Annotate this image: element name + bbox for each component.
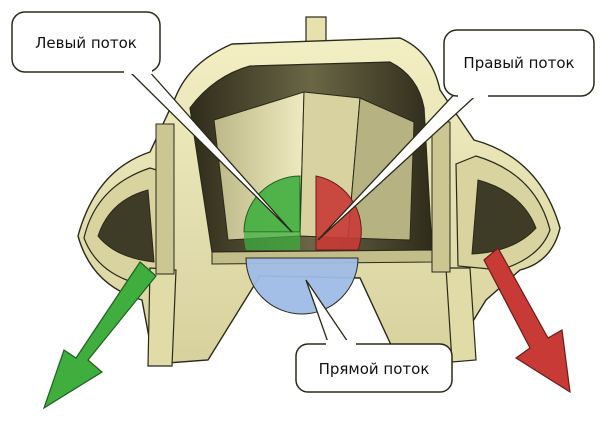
left-pillar — [155, 123, 175, 275]
callout-right-box — [443, 29, 595, 97]
left-flow-arrow — [42, 261, 157, 410]
callout-left-box — [11, 11, 161, 73]
arrow-down-right-icon — [483, 247, 571, 394]
housing-top-stub — [305, 16, 327, 44]
left-lobe-opening — [97, 189, 155, 263]
left-flow-sector — [243, 175, 301, 233]
right-flow-arrow — [483, 247, 571, 394]
callout-straight-box — [295, 343, 453, 393]
right-pillar — [431, 121, 451, 273]
left-flow-sector-lower — [243, 232, 300, 250]
callout-left-flow: Левый поток — [11, 11, 293, 233]
right-lobe-opening — [471, 179, 537, 255]
left-flow-label: Левый поток — [35, 34, 137, 52]
vane-right — [347, 97, 415, 241]
straight-flow-sector — [245, 257, 359, 315]
housing-left-leg — [147, 267, 177, 367]
arrow-down-left-icon — [42, 261, 157, 410]
housing-right-leg — [445, 267, 477, 363]
callout-straight-flow: Прямой поток — [295, 279, 453, 393]
right-flow-label: Правый поток — [463, 54, 574, 72]
straight-flow-label: Прямой поток — [319, 360, 430, 378]
callout-right-flow: Правый поток — [317, 29, 595, 241]
